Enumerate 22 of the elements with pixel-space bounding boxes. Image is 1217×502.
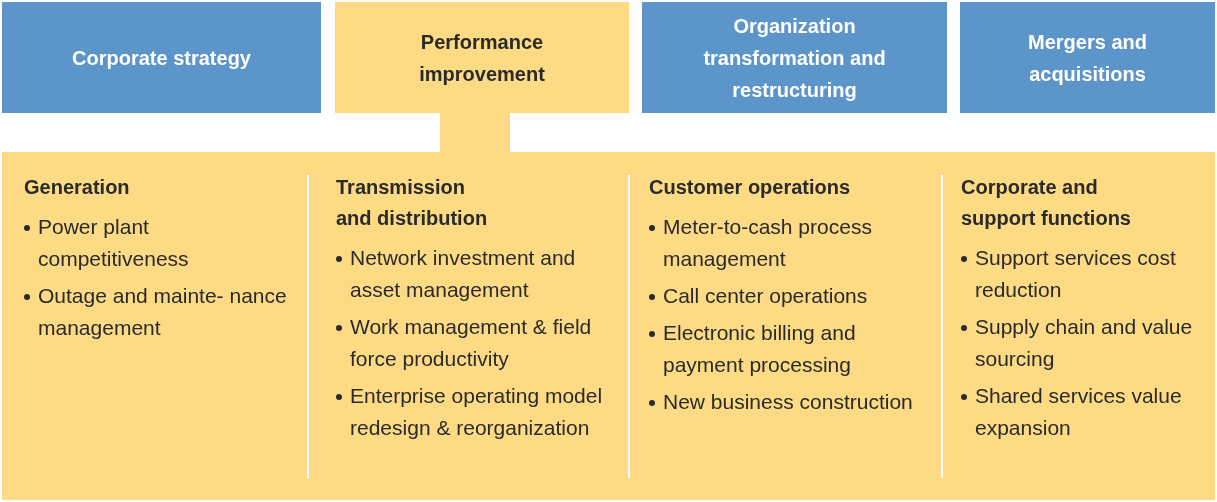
service-box: Corporate strategy [2, 2, 321, 113]
bullet-text: Call center operations [663, 283, 868, 309]
column-heading: Transmission and distribution [336, 175, 489, 231]
focus-area-panel [2, 152, 1215, 500]
bullet-text: Meter-to-cash process management [663, 214, 873, 272]
bullet-text: Power plant competitiveness [38, 214, 190, 272]
service-box: Mergers and acquisitions [960, 2, 1215, 113]
bullet-text: Work management & field force productivity [350, 314, 593, 372]
service-box: Performance improvement [335, 2, 629, 113]
service-box: Organization transformation and restructuring [642, 2, 947, 113]
bullet-text: Shared services value expansion [975, 383, 1183, 441]
bullet-text: Supply chain and value sourcing [975, 314, 1194, 372]
bullet-text: Network investment and asset management [350, 245, 577, 303]
bullet-text: Support services cost reduction [975, 245, 1177, 303]
bullet-text: Outage and mainte- nance management [38, 283, 288, 341]
column-heading: Generation [24, 175, 131, 200]
column-heading: Corporate and support functions [961, 175, 1132, 231]
bullet-text: New business construction [663, 389, 913, 415]
bullet-text: Enterprise operating model redesign & reorganization [350, 383, 604, 441]
column-heading: Customer operations [649, 175, 852, 200]
bullet-text: Electronic billing and payment processing [663, 320, 857, 378]
connector-band [440, 113, 510, 152]
